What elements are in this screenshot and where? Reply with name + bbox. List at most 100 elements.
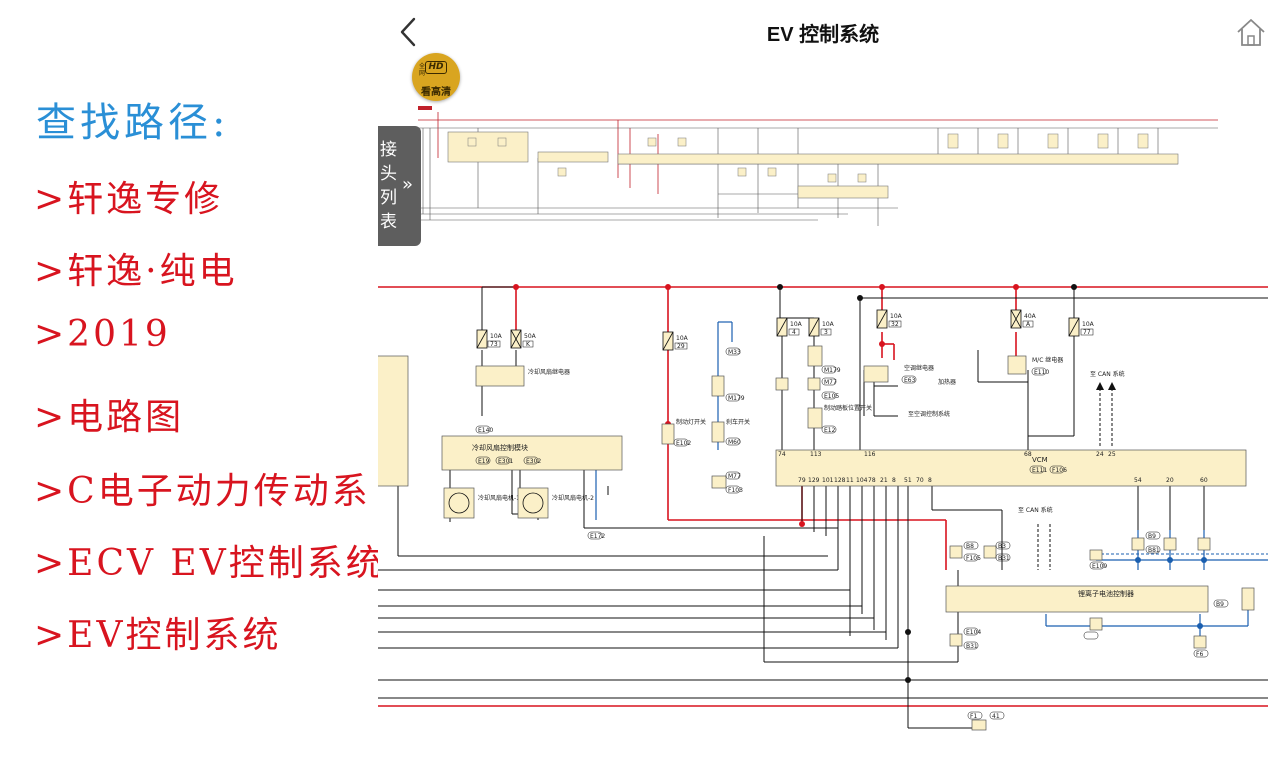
fan-motor-2-label: 冷却风扇电机-2 [552, 494, 594, 502]
svg-text:B9: B9 [1148, 533, 1156, 540]
svg-text:M179: M179 [824, 367, 841, 374]
svg-text:F6: F6 [1196, 651, 1203, 658]
fuse-labels: 10A 73 50A K 10A 29 10A 4 10A 3 10A 32 4… [487, 313, 1095, 350]
battery-controller [945, 585, 1209, 613]
path-item-ev-control: >EV控制系统 [34, 615, 282, 656]
connector-40 [711, 475, 727, 489]
battery-controller-label: 锂离子电池控制器 [1078, 589, 1134, 598]
svg-text:E104: E104 [966, 629, 981, 636]
svg-text:M179: M179 [728, 395, 745, 402]
svg-text:11: 11 [846, 477, 854, 484]
left-module [378, 355, 409, 487]
home-icon [1237, 19, 1265, 46]
svg-text:F103: F103 [728, 487, 743, 494]
svg-text:10A: 10A [1082, 321, 1095, 328]
module-m03 [807, 345, 823, 367]
cooling-fan-control-label: 冷却风扇控制模块 [472, 443, 528, 452]
svg-text:F105: F105 [966, 555, 981, 562]
path-item-xuanyi-repair: >轩逸专修 [34, 179, 224, 220]
svg-text:50A: 50A [524, 333, 537, 340]
svg-text:B31: B31 [998, 555, 1010, 562]
path-item-powertrain: >C电子动力传动系 [34, 471, 371, 512]
svg-text:54: 54 [1134, 477, 1142, 484]
svg-text:40A: 40A [1024, 313, 1037, 320]
wiring-diagram[interactable]: 10A 73 50A K 10A 29 10A 4 10A 3 10A 32 4… [378, 270, 1268, 757]
fan-motor-2 [517, 487, 549, 519]
svg-text:10A: 10A [890, 313, 903, 320]
svg-text:20: 20 [1166, 477, 1174, 484]
svg-text:10A: 10A [676, 335, 689, 342]
path-item-wiring-diagram: >电路图 [34, 397, 185, 438]
ac-relay [863, 365, 889, 383]
svg-text:128: 128 [834, 477, 846, 484]
svg-text:70: 70 [916, 477, 924, 484]
diagram-overview[interactable] [418, 98, 1218, 233]
svg-text:29: 29 [677, 343, 685, 350]
svg-text:E110: E110 [1034, 369, 1049, 376]
svg-text:68: 68 [1024, 451, 1032, 458]
svg-text:M33: M33 [728, 349, 741, 356]
can-system-mid-label: 至 CAN 系统 [1018, 506, 1053, 514]
svg-text:21: 21 [880, 477, 888, 484]
svg-text:B8: B8 [966, 543, 974, 550]
connector-list-tab[interactable]: 接头列表 » [378, 126, 421, 246]
mc-relay-label: M/C 继电器 [1032, 356, 1063, 364]
svg-text:129: 129 [808, 477, 820, 484]
to-ac-label: 至空调控制系统 [908, 410, 950, 418]
svg-text:F106: F106 [1052, 467, 1067, 474]
svg-text:104: 104 [856, 477, 868, 484]
vcm-label: VCM [1032, 456, 1048, 464]
module-m06 [711, 375, 725, 397]
search-path-panel: 查找路径: >轩逸专修 >轩逸·纯电 >2019 >电路图 >C电子动力传动系 … [0, 0, 382, 757]
svg-text:116: 116 [864, 451, 876, 458]
svg-text:B81: B81 [1148, 547, 1160, 554]
chevron-left-icon [400, 17, 416, 47]
svg-text:K: K [526, 341, 531, 348]
page-title: EV 控制系统 [766, 24, 880, 46]
cooling-fan-control-module [441, 435, 623, 471]
cooling-fan-relay [475, 365, 525, 387]
brake-light-switch [661, 423, 675, 445]
can-system-label: 至 CAN 系统 [1090, 370, 1125, 378]
svg-text:E105: E105 [824, 393, 839, 400]
svg-text:E109: E109 [1092, 563, 1107, 570]
connector-list-label: 接头列表 [380, 140, 397, 232]
svg-text:8: 8 [928, 477, 932, 484]
cooling-fan-relay-label: 冷却风扇继电器 [528, 368, 570, 376]
svg-text:E12: E12 [824, 427, 836, 434]
search-path-title: 查找路径: [36, 100, 230, 146]
svg-text:101: 101 [822, 477, 834, 484]
brake-pedal-switch [807, 407, 823, 429]
vcm-module [775, 449, 1247, 487]
svg-text:8: 8 [892, 477, 896, 484]
svg-text:E140: E140 [478, 427, 493, 434]
back-button[interactable] [392, 14, 426, 50]
svg-text:25: 25 [1108, 451, 1116, 458]
svg-text:B3: B3 [998, 543, 1006, 550]
ac-relay-label: 空调继电器 [904, 364, 934, 372]
svg-text:E102: E102 [676, 440, 691, 447]
brake-pedal-switch-label: 制动踏板位置开关 [824, 404, 872, 412]
hd-icon: HD [425, 61, 447, 74]
fan-motor-1 [443, 487, 475, 519]
svg-text:51: 51 [904, 477, 912, 484]
brake-switch-label: 制动灯开关 [676, 418, 706, 426]
svg-text:4: 4 [792, 329, 796, 336]
svg-text:113: 113 [810, 451, 822, 458]
stop-lamp-switch-label: 刹车开关 [726, 418, 750, 426]
svg-text:A: A [1026, 321, 1031, 328]
svg-text:E19: E19 [478, 458, 490, 465]
double-chevron-right-icon: » [402, 174, 414, 195]
fuse-group [476, 309, 1080, 351]
svg-text:E63: E63 [904, 377, 916, 384]
svg-text:F1: F1 [970, 713, 977, 720]
svg-text:M77: M77 [728, 473, 741, 480]
connector-tag-labels: E140 E19 E301 E302 E172 E102 M33 M179 M6… [478, 349, 1224, 720]
svg-text:79: 79 [798, 477, 806, 484]
svg-text:10A: 10A [490, 333, 503, 340]
svg-text:24: 24 [1096, 451, 1104, 458]
home-button[interactable] [1234, 16, 1268, 50]
fan-motor-1-label: 冷却风扇电机-1 [478, 494, 520, 502]
